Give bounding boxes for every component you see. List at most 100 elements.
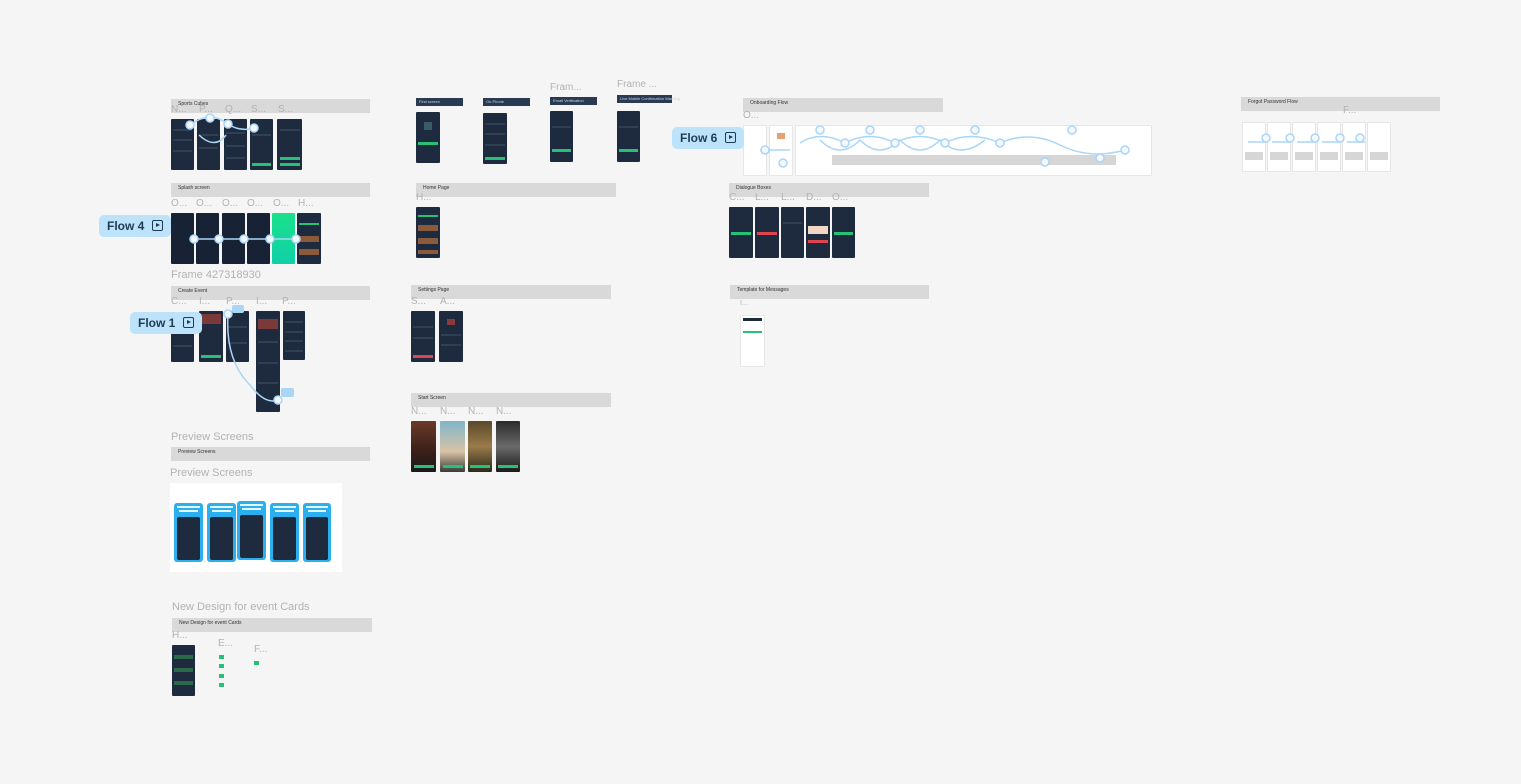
screen-frame[interactable]	[283, 311, 305, 360]
frame-label: Fram...	[550, 82, 582, 93]
frame-label: O...	[832, 192, 849, 203]
flow-4-tag[interactable]: Flow 4	[99, 215, 172, 237]
screen-frame[interactable]	[755, 207, 779, 258]
screen-frame[interactable]	[743, 125, 767, 176]
screen-frame[interactable]	[224, 119, 247, 170]
section-title: Dialogue Boxes	[736, 185, 772, 191]
section-first-screen[interactable]: First screen	[416, 98, 463, 106]
screen-frame[interactable]	[196, 213, 219, 264]
section-start-screen[interactable]: Start Screen	[411, 393, 611, 407]
section-forgot-password-flow[interactable]: Forgot Password Flow	[1241, 97, 1440, 111]
screen-frame[interactable]	[439, 311, 463, 362]
screen-frame[interactable]	[416, 112, 440, 163]
frame-label: N...	[440, 406, 456, 417]
play-frame-icon	[183, 317, 195, 328]
screen-frame[interactable]	[199, 311, 223, 362]
frame-label: S...	[411, 296, 427, 307]
screen-frame[interactable]	[440, 421, 465, 472]
play-frame-icon	[152, 220, 164, 231]
screen-frame[interactable]	[171, 213, 194, 264]
frame-label: Q...	[225, 104, 242, 115]
frame-label: C...	[729, 192, 745, 203]
screen-frame[interactable]	[272, 213, 295, 264]
section-on-phone[interactable]: On Phone	[483, 98, 530, 106]
screen-frame[interactable]	[1242, 122, 1266, 172]
card-thumb[interactable]	[219, 683, 224, 687]
screen-frame[interactable]	[468, 421, 492, 472]
screen-frame[interactable]	[297, 213, 321, 264]
onboarding-strip[interactable]	[795, 125, 1152, 176]
card-thumb[interactable]	[219, 664, 224, 668]
screen-frame[interactable]	[416, 207, 440, 258]
frame-label: E...	[218, 638, 234, 649]
screen-frame[interactable]	[769, 125, 793, 176]
screen-frame[interactable]	[1292, 122, 1316, 172]
screen-frame[interactable]	[496, 421, 520, 472]
preview-screens-board[interactable]	[170, 483, 342, 572]
screen-frame[interactable]	[806, 207, 830, 258]
screen-frame[interactable]	[411, 421, 436, 472]
frame-label: P...	[199, 104, 213, 115]
section-home-page[interactable]: Home Page	[416, 183, 616, 197]
screen-frame[interactable]	[171, 119, 194, 170]
flow-6-tag[interactable]: Flow 6	[672, 127, 745, 149]
screen-frame[interactable]	[250, 119, 273, 170]
section-template-messages[interactable]: Template for Messages	[730, 285, 929, 299]
section-create-event[interactable]: Create Event	[171, 286, 370, 300]
section-title: Live Mobile Confirmation Warning	[620, 96, 680, 101]
section-new-design-event-cards[interactable]: New Design for event Cards	[172, 618, 372, 632]
section-title: Onboarding Flow	[750, 100, 789, 106]
screen-frame[interactable]	[740, 315, 765, 367]
section-confirmation[interactable]: Live Mobile Confirmation Warning	[617, 95, 680, 103]
frame-label: A...	[440, 296, 456, 307]
screen-frame[interactable]	[172, 645, 195, 696]
screen-frame[interactable]	[256, 311, 280, 412]
screen-frame[interactable]	[411, 311, 435, 362]
section-splash-screen[interactable]: Splash screen	[171, 183, 370, 197]
section-onboarding-flow[interactable]: Onboarding Flow	[743, 98, 943, 112]
card-thumb[interactable]	[219, 674, 224, 678]
section-title: Email Verification	[553, 98, 584, 103]
screen-frame[interactable]	[729, 207, 753, 258]
frame-label: O...	[171, 198, 188, 209]
frame-label: Frame ...	[617, 79, 658, 90]
frame-label: L...	[755, 192, 769, 203]
frame-label: H...	[172, 630, 188, 641]
section-title: First screen	[419, 99, 440, 104]
screen-frame[interactable]	[550, 111, 573, 162]
preview-card[interactable]	[303, 503, 331, 562]
preview-card[interactable]	[270, 503, 299, 562]
preview-card[interactable]	[174, 503, 203, 562]
flow-1-tag[interactable]: Flow 1	[130, 312, 203, 334]
screen-frame[interactable]	[617, 111, 640, 162]
frame-label: P...	[226, 296, 240, 307]
preview-card[interactable]	[237, 501, 266, 560]
card-thumb[interactable]	[254, 661, 259, 665]
screen-frame[interactable]	[1342, 122, 1366, 172]
screen-frame[interactable]	[1317, 122, 1341, 172]
preview-card[interactable]	[207, 503, 236, 562]
section-title: Splash screen	[178, 185, 210, 191]
screen-frame[interactable]	[277, 119, 302, 170]
screen-frame[interactable]	[483, 113, 507, 164]
section-dialogue-boxes[interactable]: Dialogue Boxes	[729, 183, 929, 197]
screen-frame[interactable]	[832, 207, 855, 258]
screen-frame[interactable]	[226, 311, 249, 362]
card-thumb[interactable]	[219, 655, 224, 659]
screen-frame[interactable]	[1367, 122, 1391, 172]
section-preview-screens[interactable]: Preview Screens	[171, 447, 370, 461]
screen-frame[interactable]	[197, 119, 220, 170]
section-sports-cubes[interactable]: Sports Cubes	[171, 99, 370, 113]
frame-label: I...	[256, 296, 268, 307]
section-verification[interactable]: Email Verification	[550, 97, 597, 105]
screen-frame[interactable]	[222, 213, 245, 264]
frame-title: Frame 427318930	[171, 269, 261, 281]
screen-frame[interactable]	[171, 333, 194, 362]
screen-frame[interactable]	[1267, 122, 1291, 172]
screen-frame[interactable]	[247, 213, 270, 264]
screen-frame[interactable]	[781, 207, 804, 258]
frame-label: I...	[740, 300, 748, 307]
section-settings-page[interactable]: Settings Page	[411, 285, 611, 299]
frame-label: N...	[171, 104, 187, 115]
